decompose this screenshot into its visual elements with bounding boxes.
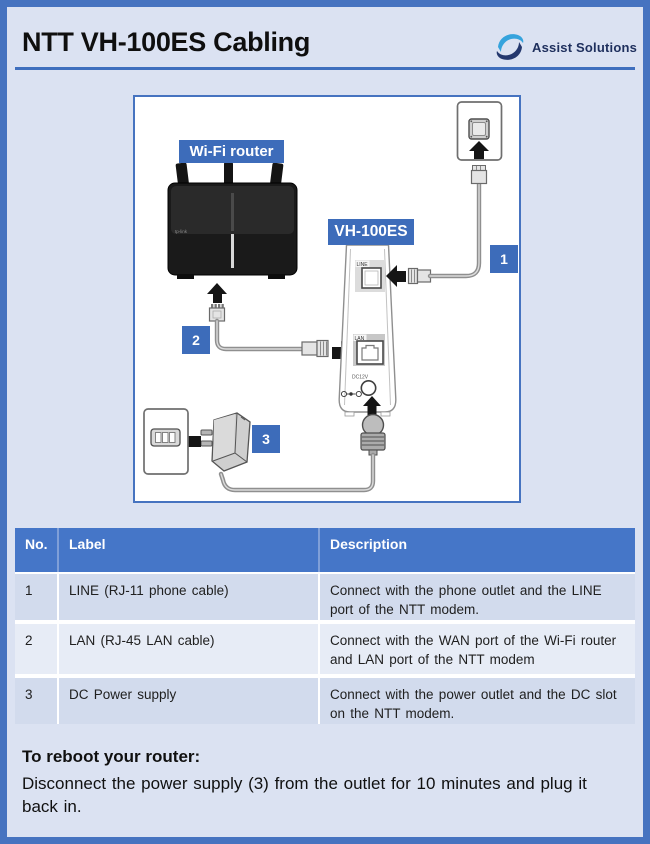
- header-divider: [15, 67, 635, 70]
- col-header-description: Description: [320, 528, 635, 572]
- phone-outlet: [456, 101, 503, 161]
- arrow-up-to-dc-icon: [363, 396, 381, 415]
- dc-port-label: DC12V: [352, 375, 369, 381]
- wifi-router-label: Wi-Fi router: [179, 140, 284, 163]
- power-adapter: [200, 412, 251, 472]
- cell-no: 2: [15, 624, 57, 674]
- brand: Assist Solutions: [495, 31, 637, 63]
- phone-cable: [427, 181, 482, 279]
- cabling-table: No. Label Description 1 LINE (RJ-11 phon…: [15, 528, 635, 724]
- rj11-connector-up: [470, 165, 488, 185]
- table-header-row: No. Label Description: [15, 528, 635, 572]
- cell-description: Connect with the phone outlet and the LI…: [320, 574, 635, 620]
- col-header-label: Label: [59, 528, 318, 572]
- reboot-note-body: Disconnect the power supply (3) from the…: [22, 774, 587, 816]
- dc-port: DC12V: [340, 375, 377, 398]
- diagram-art: tp-link: [143, 101, 503, 493]
- arrow-up-to-router-icon: [207, 283, 227, 303]
- reboot-note: To reboot your router: Disconnect the po…: [22, 747, 604, 818]
- reboot-note-heading: To reboot your router:: [22, 747, 201, 766]
- lan-port: LAN: [353, 334, 385, 366]
- step-1-badge: 1: [490, 245, 518, 273]
- cell-label: LINE (RJ-11 phone cable): [59, 574, 318, 620]
- rj45-connector-horizontal: [301, 339, 329, 358]
- rj11-connector-left: [407, 267, 432, 285]
- cell-no: 3: [15, 678, 57, 724]
- arrow-up-to-phone-outlet-icon: [469, 141, 489, 159]
- modem-label: VH-100ES: [328, 219, 414, 245]
- line-port: LINE: [355, 260, 385, 292]
- col-header-no: No.: [15, 528, 57, 572]
- line-port-label: LINE: [357, 262, 369, 268]
- cell-description: Connect with the power outlet and the DC…: [320, 678, 635, 724]
- arrow-left-to-line-icon: [386, 265, 406, 287]
- brand-name: Assist Solutions: [532, 39, 638, 55]
- router-brand-text: tp-link: [175, 229, 188, 234]
- cell-label: DC Power supply: [59, 678, 318, 724]
- table-row: 3 DC Power supply Connect with the power…: [15, 678, 635, 724]
- wifi-router: tp-link: [167, 162, 298, 279]
- lan-cable: [214, 318, 305, 352]
- cell-no: 1: [15, 574, 57, 620]
- page-title: NTT VH-100ES Cabling: [22, 27, 311, 57]
- rj45-connector-vertical: [208, 304, 226, 322]
- lan-port-label: LAN: [355, 336, 365, 342]
- step-3-badge: 3: [252, 425, 280, 453]
- power-cable: [218, 452, 376, 493]
- cabling-diagram: tp-link: [133, 95, 521, 503]
- step-2-badge: 2: [182, 326, 210, 354]
- dc-plug: [360, 413, 386, 456]
- power-outlet: [143, 408, 189, 475]
- cell-description: Connect with the WAN port of the Wi-Fi r…: [320, 624, 635, 674]
- cell-label: LAN (RJ-45 LAN cable): [59, 624, 318, 674]
- table-row: 2 LAN (RJ-45 LAN cable) Connect with the…: [15, 624, 635, 674]
- assist-solutions-logo-icon: [496, 34, 524, 60]
- dc-polarity-icon: [340, 390, 362, 398]
- table-row: 1 LINE (RJ-11 phone cable) Connect with …: [15, 574, 635, 620]
